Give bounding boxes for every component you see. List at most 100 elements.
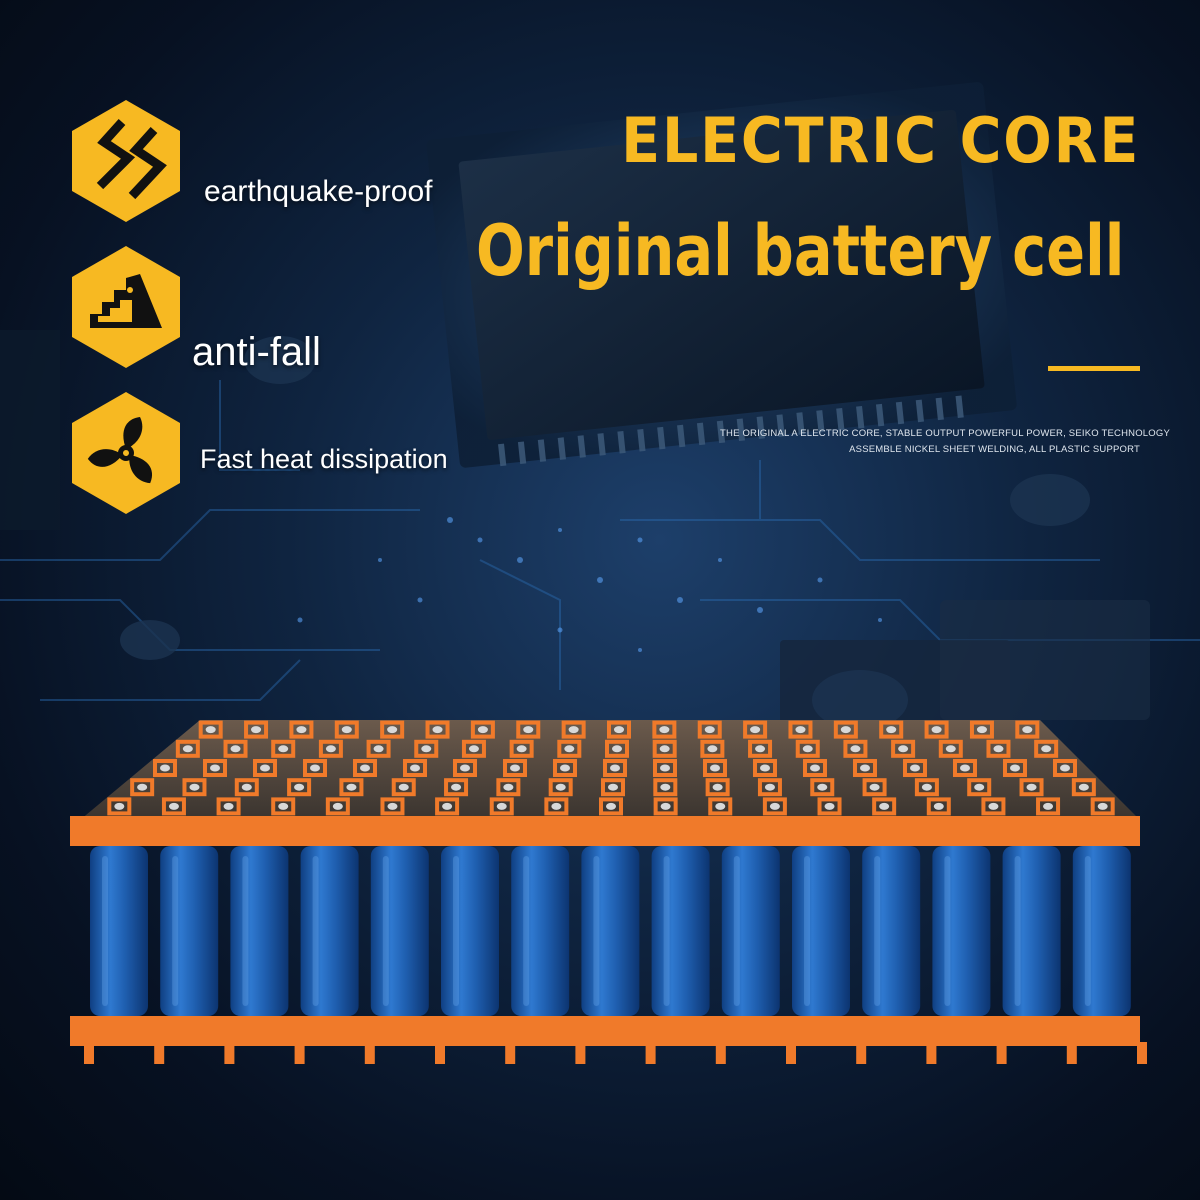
- cell-holder-slot: [380, 720, 405, 739]
- battery-cell-highlight: [312, 856, 319, 1006]
- cell-terminal: [660, 783, 671, 791]
- battery-cell-highlight: [804, 856, 810, 1006]
- battery-cell-highlight: [242, 856, 249, 1006]
- cell-holder-slot: [953, 759, 977, 777]
- cell-holder-slot: [516, 720, 541, 739]
- cell-terminal: [606, 802, 616, 810]
- cell-terminal: [704, 726, 715, 734]
- cell-holder-slot: [810, 778, 835, 797]
- battery-cell: [721, 846, 780, 1016]
- cell-holder-slot: [703, 759, 727, 777]
- shock-zigzag-icon: [70, 98, 182, 224]
- cell-holder-slot: [1053, 759, 1077, 777]
- cell-holder-slot: [435, 797, 460, 816]
- battery-cell: [370, 846, 429, 1016]
- cell-holder-slot: [743, 720, 768, 739]
- cell-terminal: [879, 802, 890, 810]
- battery-cell: [792, 846, 850, 1016]
- cell-holder-slot: [161, 797, 186, 816]
- cell-terminal: [1041, 745, 1052, 753]
- cell-holder-slot: [1036, 797, 1061, 816]
- cell-terminal: [850, 745, 861, 753]
- cell-terminal: [168, 802, 179, 810]
- cell-terminal: [373, 745, 384, 753]
- battery-cell-highlight: [733, 856, 740, 1006]
- cell-terminal: [760, 764, 770, 772]
- cell-holder-slot: [653, 778, 678, 797]
- cell-holder-slot: [153, 759, 177, 777]
- tagline: THE ORIGINAL A ELECTRIC CORE, STABLE OUT…: [720, 426, 1170, 458]
- holder-tab: [786, 1042, 796, 1064]
- holder-tab: [856, 1042, 867, 1064]
- cell-holder-slot: [289, 720, 314, 739]
- cell-holder-slot: [271, 739, 296, 758]
- cell-holder-slot: [967, 778, 992, 797]
- cell-terminal: [931, 726, 942, 734]
- holder-tab: [154, 1042, 165, 1064]
- holder-tab: [1137, 1042, 1147, 1064]
- holder-tab: [1066, 1042, 1077, 1064]
- cell-terminal: [516, 745, 527, 753]
- cell-holder-slot: [453, 759, 477, 777]
- cell-holder-slot: [757, 778, 782, 797]
- cell-terminal: [614, 726, 624, 734]
- cell-holder-slot: [599, 797, 623, 816]
- cell-terminal: [468, 745, 479, 753]
- cell-terminal: [1043, 802, 1054, 810]
- cell-terminal: [769, 802, 780, 810]
- cell-holder-slot: [403, 759, 427, 777]
- battery-cell: [862, 846, 921, 1016]
- cell-terminal: [795, 726, 806, 734]
- cell-terminal: [114, 802, 125, 810]
- cell-terminal: [387, 802, 398, 810]
- cell-holder-slot: [652, 739, 677, 758]
- cell-holder-slot: [182, 778, 207, 797]
- cell-terminal: [325, 745, 336, 753]
- battery-cell-highlight: [523, 856, 530, 1006]
- cell-terminal: [710, 764, 720, 772]
- battery-cell-highlight: [453, 856, 459, 1006]
- cell-holder-slot: [803, 759, 827, 777]
- battery-pack-image: [70, 720, 1147, 1064]
- cell-terminal: [910, 764, 920, 772]
- cell-holder-slot: [697, 720, 722, 739]
- battery-cell-highlight: [1014, 856, 1021, 1006]
- cell-holder-slot: [548, 778, 573, 797]
- cell-holder-slot: [708, 797, 733, 816]
- cell-holder-slot: [762, 797, 787, 816]
- cell-holder-slot: [489, 797, 514, 816]
- cell-holder-slot: [107, 797, 132, 816]
- cell-holder-slot: [444, 778, 469, 797]
- cell-terminal: [945, 745, 956, 753]
- cell-holder-slot: [853, 759, 877, 777]
- cell-terminal: [205, 726, 216, 734]
- cell-terminal: [750, 726, 761, 734]
- cell-holder-slot: [981, 797, 1006, 816]
- cell-holder-slot: [969, 720, 994, 739]
- cell-holder-slot: [203, 759, 227, 777]
- cell-holder-slot: [1071, 778, 1096, 797]
- cell-terminal: [1022, 726, 1033, 734]
- holder-tab: [996, 1042, 1007, 1064]
- holder-tab: [435, 1042, 445, 1064]
- cell-holder-slot: [414, 739, 439, 758]
- subheadline: Original battery cell: [476, 210, 1125, 292]
- battery-cell-highlight: [593, 856, 600, 1006]
- cell-holder-slot: [607, 720, 631, 739]
- cell-holder-slot: [872, 797, 897, 816]
- holder-tab: [645, 1042, 656, 1064]
- holder-tab: [84, 1042, 94, 1064]
- cell-terminal: [496, 802, 507, 810]
- cell-holder-slot: [339, 778, 364, 797]
- cell-terminal: [251, 726, 262, 734]
- cell-holder-slot: [1015, 720, 1040, 739]
- battery-cell-highlight: [382, 856, 389, 1006]
- headline: ELECTRIC CORE: [620, 104, 1140, 177]
- cell-terminal: [659, 745, 670, 753]
- staircase-fall-icon: [70, 244, 182, 370]
- cell-terminal: [660, 802, 671, 810]
- cell-holder-slot: [557, 739, 582, 758]
- cell-holder-slot: [175, 739, 200, 758]
- cell-terminal: [960, 764, 970, 772]
